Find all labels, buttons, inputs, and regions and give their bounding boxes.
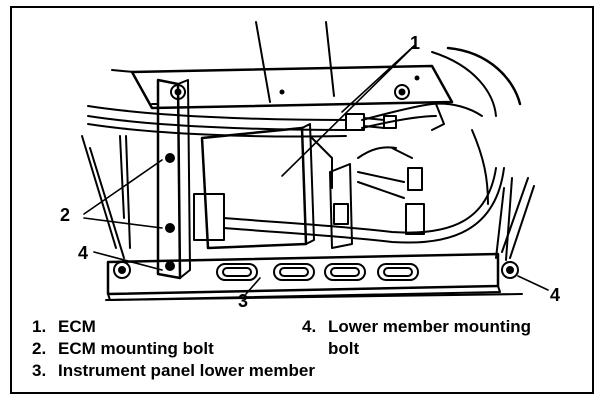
callout-2: 2 xyxy=(60,205,71,225)
callout-4-left: 4 xyxy=(78,243,89,263)
legend-item-ecm-mounting-bolt: 2.ECM mounting bolt xyxy=(32,339,214,358)
ecm-location-illustration xyxy=(81,21,549,301)
connector-assembly xyxy=(329,129,489,249)
right-panel-edge xyxy=(495,177,535,261)
leader-lines xyxy=(83,45,549,295)
harness-tube xyxy=(361,46,522,131)
callout-4-right: 4 xyxy=(550,285,561,305)
legend-item-lower-member: 3.Instrument panel lower member xyxy=(32,361,315,380)
legend-right: 4.Lower member mounting bolt xyxy=(302,316,531,360)
legend-left: 1.ECM 2.ECM mounting bolt 3.Instrument p… xyxy=(32,316,315,382)
lower-member xyxy=(105,252,523,301)
ecm-module xyxy=(193,123,505,250)
callout-1: 1 xyxy=(410,33,421,53)
legend-item-lower-member-bolt-cont: bolt xyxy=(328,339,360,358)
upper-structure xyxy=(111,21,454,110)
left-panel-edge xyxy=(81,135,131,259)
diagram-frame: 1 2 4 3 4 1.ECM 2.ECM mounting bolt 3.In… xyxy=(10,6,594,394)
legend-item-lower-member-bolt: 4.Lower member mounting xyxy=(302,317,532,336)
legend-item-ecm: 1.ECM xyxy=(32,317,96,336)
callout-3: 3 xyxy=(238,291,249,311)
lower-member-bolt-left xyxy=(113,261,131,279)
wire-bundle xyxy=(87,105,397,138)
lower-member-bolt-right xyxy=(501,261,519,279)
ecm-bracket xyxy=(151,78,191,280)
